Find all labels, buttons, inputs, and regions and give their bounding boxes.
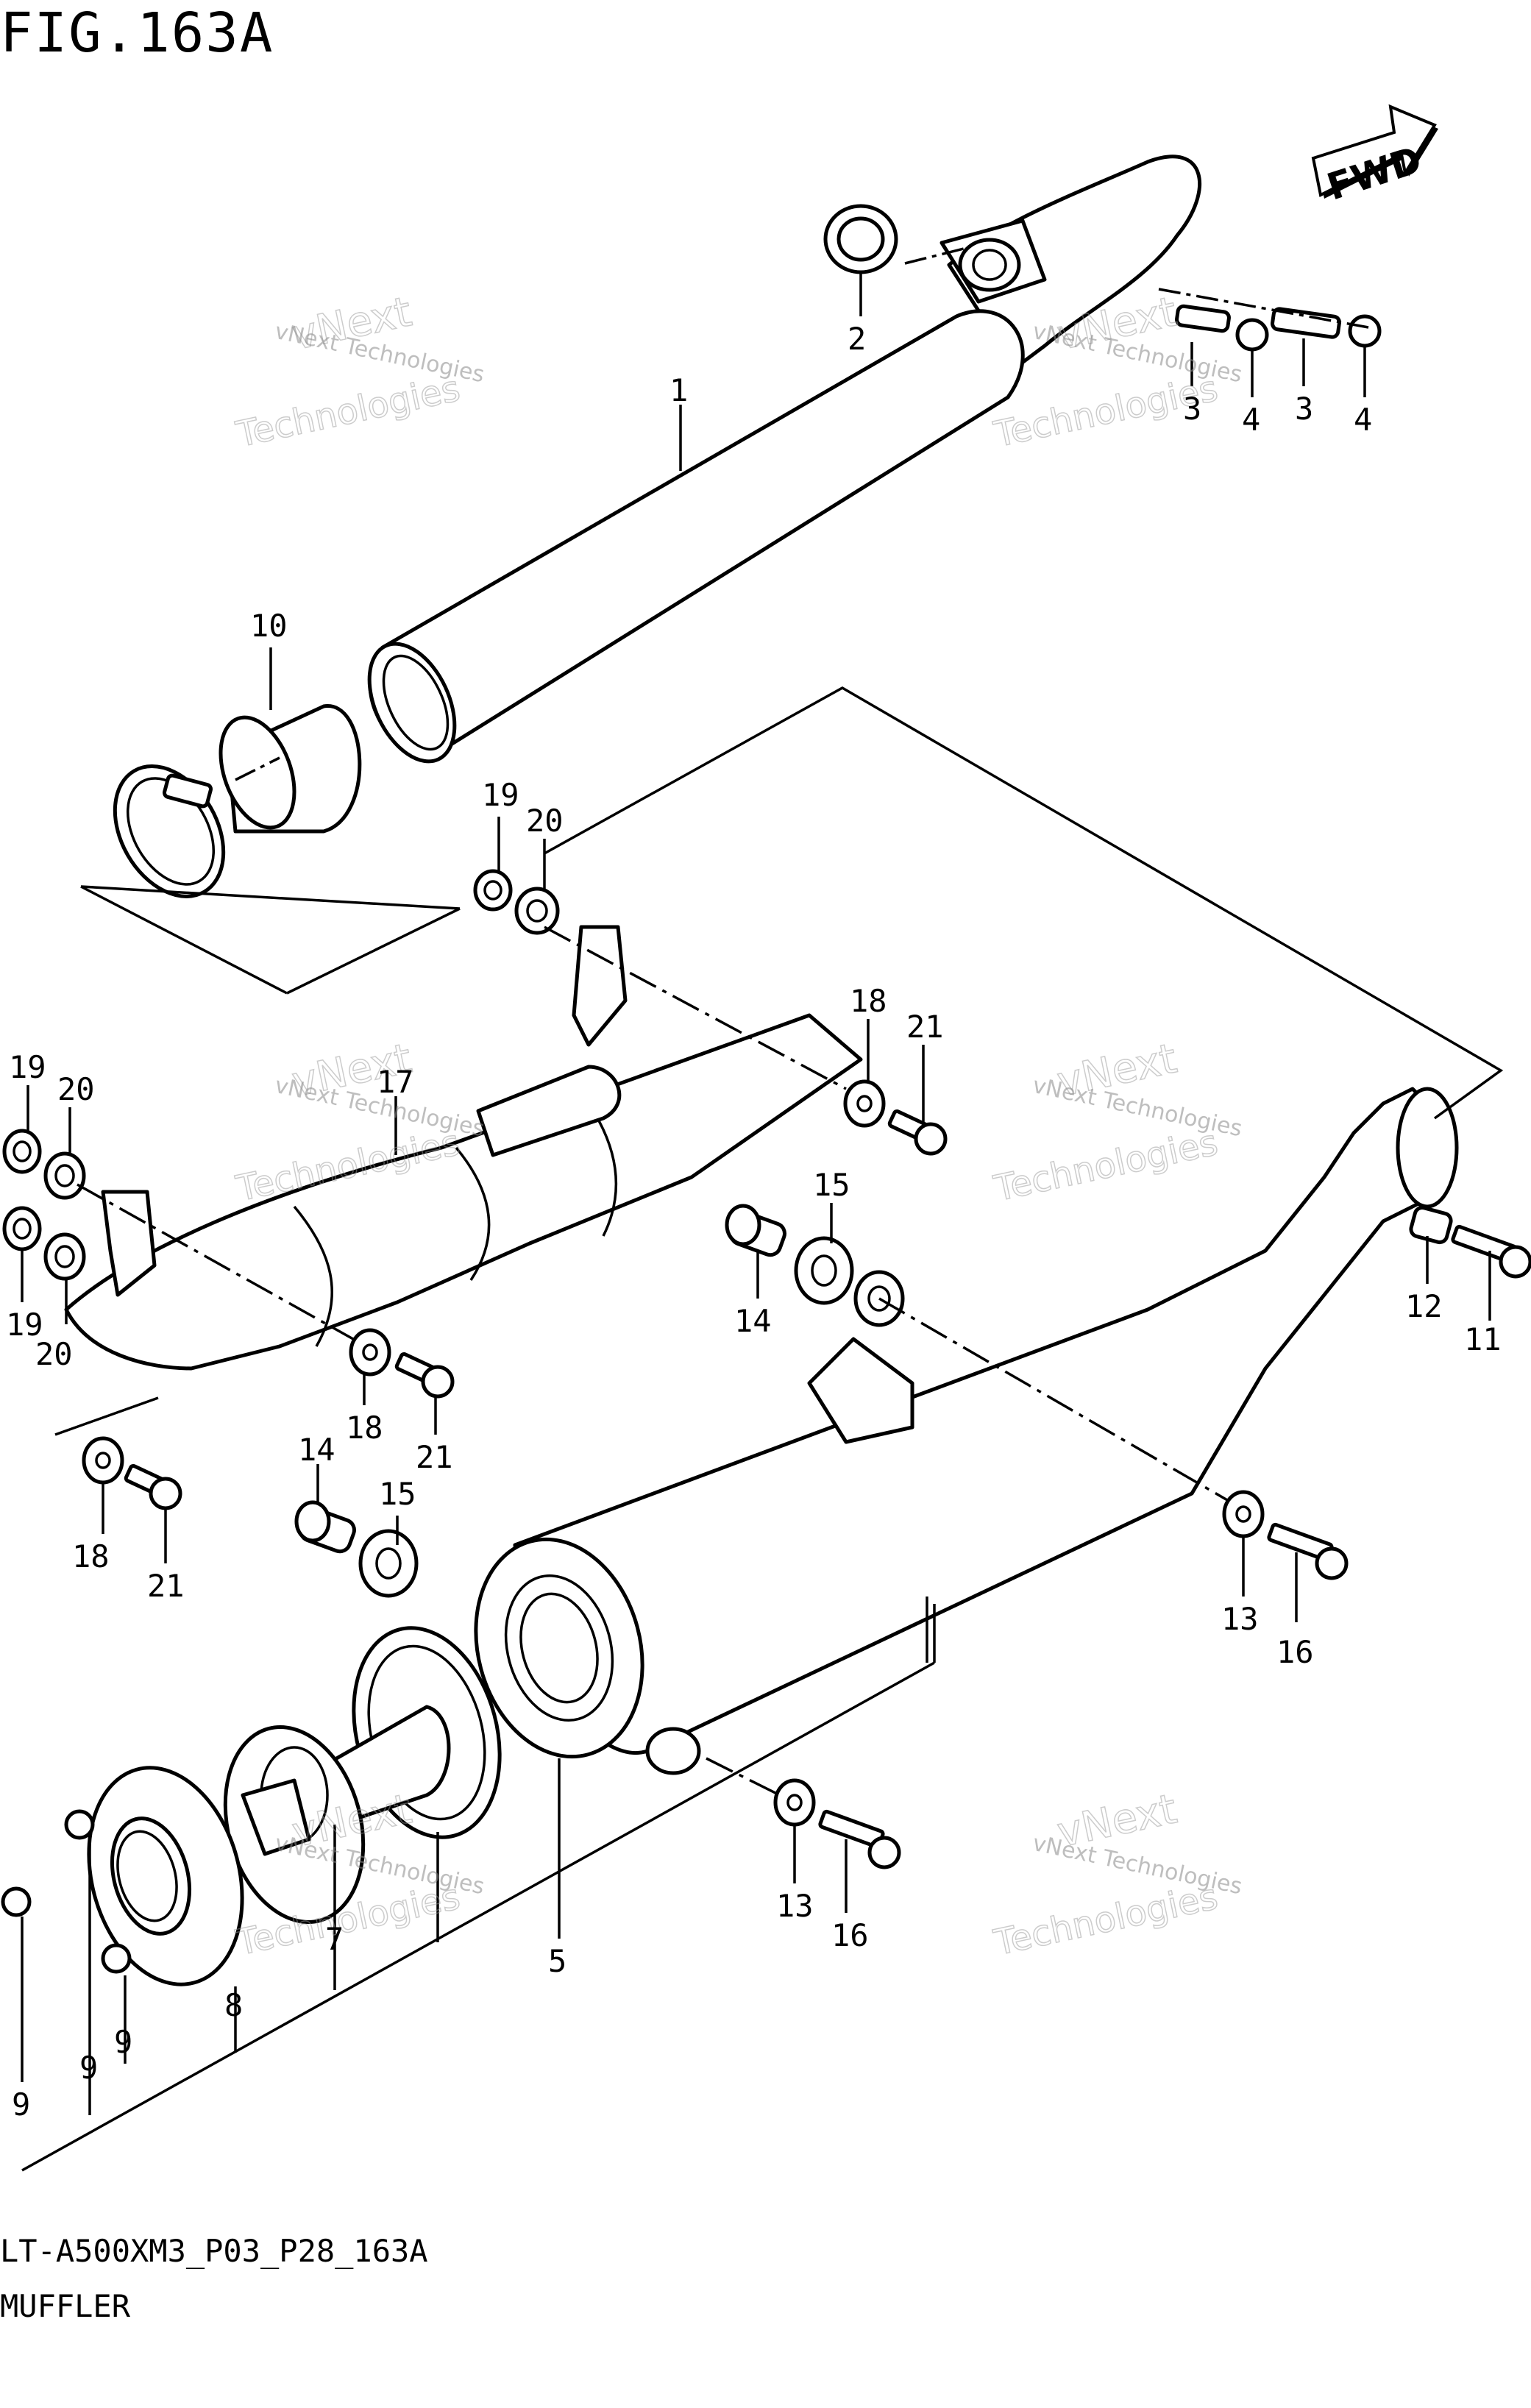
callout-20b: 20 — [57, 1071, 95, 1107]
gasket-part-2 — [823, 204, 898, 274]
callout-13a: 13 — [1221, 1601, 1259, 1637]
callout-13b: 13 — [776, 1888, 814, 1924]
model-code: LT-A500XM3_P03_P28_163A — [0, 2233, 428, 2269]
callout-18a: 18 — [850, 983, 887, 1019]
callout-19c: 19 — [6, 1307, 43, 1343]
callout-20c: 20 — [35, 1336, 73, 1372]
end-plate-part-8 — [87, 1766, 244, 1986]
callout-4b: 4 — [1354, 402, 1372, 438]
figure-title: FIG.163A — [0, 1, 274, 65]
callout-14b: 14 — [298, 1432, 335, 1468]
callout-18c: 18 — [72, 1538, 110, 1574]
heat-shield-part-17 — [64, 925, 863, 1371]
exhaust-pipe-part-1 — [367, 155, 1201, 764]
watermark-1: vNext vNext Technologies Technologies — [232, 288, 486, 456]
figure-caption: MUFFLER — [0, 2288, 131, 2324]
callout-15a: 15 — [813, 1167, 850, 1203]
svg-text:Technologies: Technologies — [232, 368, 463, 455]
callout-2: 2 — [848, 321, 866, 357]
callout-19b: 19 — [9, 1049, 46, 1085]
callout-15b: 15 — [379, 1476, 416, 1512]
callout-7: 7 — [325, 1921, 344, 1957]
callout-21b: 21 — [416, 1439, 453, 1475]
callout-4a: 4 — [1242, 402, 1260, 438]
callout-11: 11 — [1464, 1321, 1502, 1357]
callout-18b: 18 — [346, 1410, 383, 1446]
spark-arrester-part-7 — [223, 1626, 502, 1924]
callouts: 1 2 3 3 4 4 5 7 8 9 9 9 10 11 12 13 13 1… — [6, 321, 1502, 2123]
leader-lines — [21, 272, 1491, 2115]
fasteners — [1, 869, 1531, 1974]
callout-16a: 16 — [1276, 1634, 1314, 1670]
fwd-arrow-icon: FWD — [1311, 104, 1438, 208]
watermark-4: vNext vNext Technologies Technologies — [990, 1034, 1244, 1210]
callout-16b: 16 — [831, 1917, 869, 1953]
callout-12: 12 — [1405, 1288, 1443, 1324]
nuts-part-4 — [1235, 314, 1382, 352]
callout-3a: 3 — [1183, 391, 1201, 427]
callout-8: 8 — [224, 1987, 243, 2023]
callout-9a: 9 — [79, 2050, 98, 2086]
callout-20a: 20 — [526, 803, 564, 839]
reference-lines — [21, 247, 1504, 2172]
callout-10: 10 — [250, 608, 288, 644]
callout-1: 1 — [669, 372, 688, 408]
callout-9c: 9 — [12, 2086, 30, 2123]
callout-3b: 3 — [1295, 391, 1313, 427]
connector-part-10 — [113, 704, 362, 898]
callout-17: 17 — [377, 1064, 414, 1100]
svg-text:Technologies: Technologies — [990, 1122, 1221, 1210]
callout-21c: 21 — [147, 1568, 185, 1604]
callout-14a: 14 — [734, 1303, 772, 1339]
callout-19a: 19 — [482, 777, 519, 813]
muffler-part-5 — [474, 1087, 1459, 1775]
callout-9b: 9 — [114, 2024, 132, 2060]
callout-21a: 21 — [906, 1009, 944, 1045]
callout-5: 5 — [548, 1943, 566, 1979]
svg-text:Technologies: Technologies — [990, 1876, 1221, 1964]
watermark-6: vNext vNext Technologies Technologies — [990, 1785, 1244, 1964]
stud-bolts-part-3 — [1175, 304, 1341, 339]
